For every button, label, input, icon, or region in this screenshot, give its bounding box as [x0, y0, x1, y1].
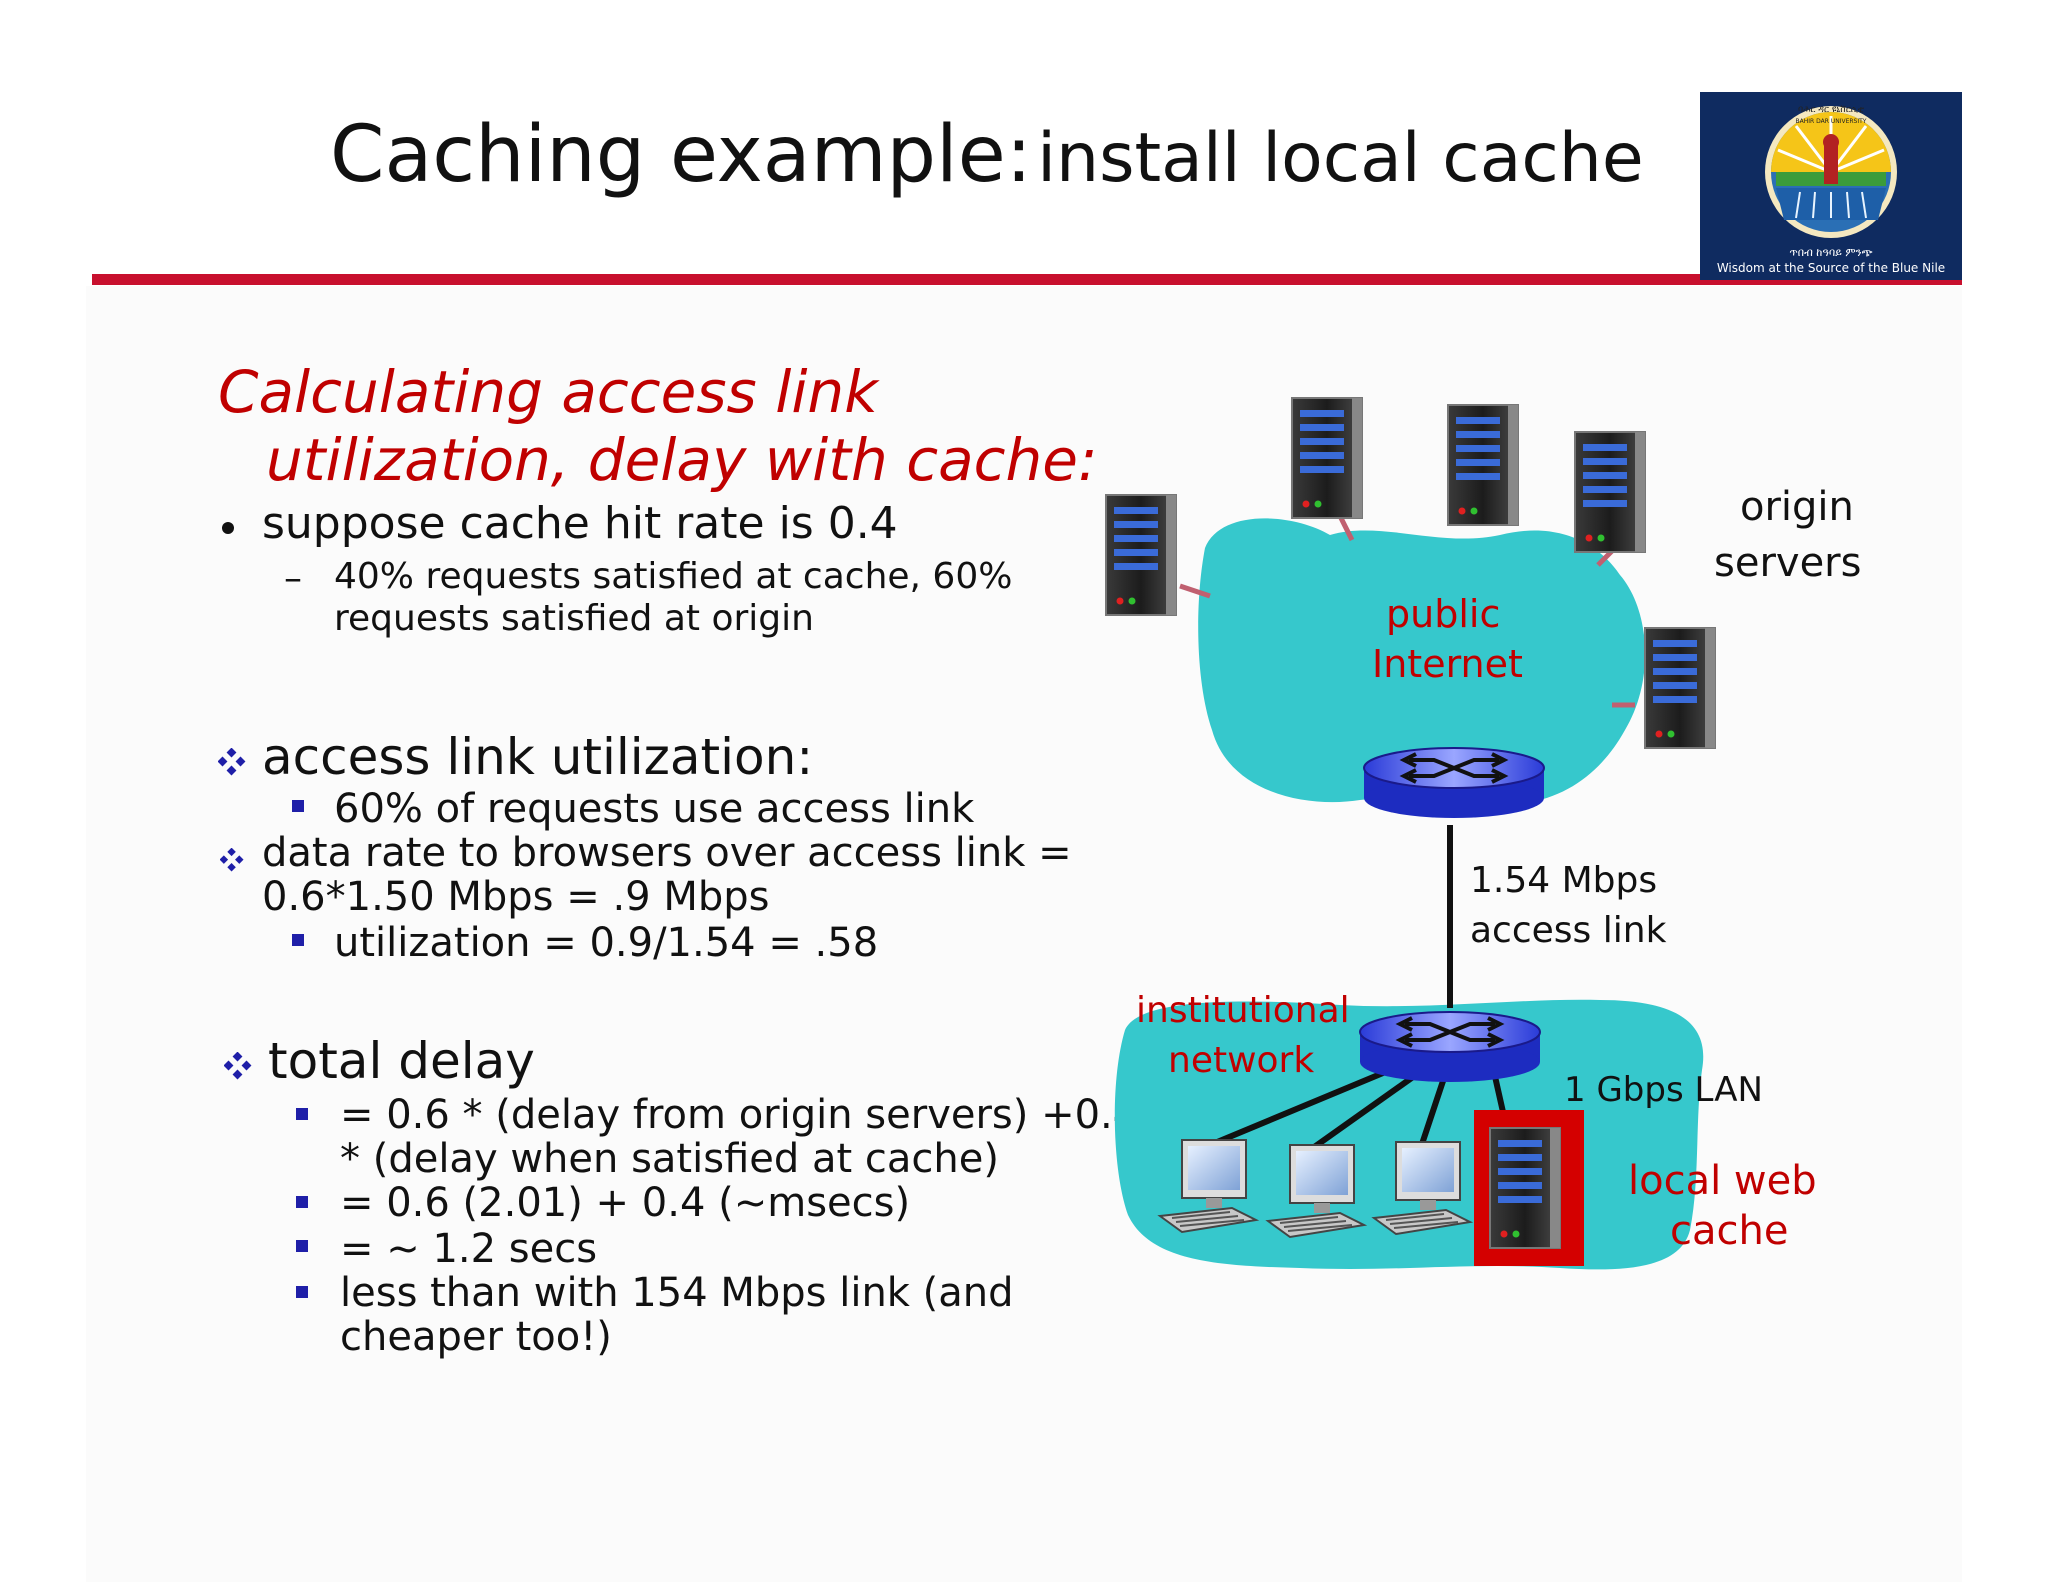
sub-bullet-comparison-line1: less than with 154 Mbps link (and — [340, 1270, 1014, 1316]
label-internet: Internet — [1372, 642, 1523, 686]
label-origin: origin — [1740, 484, 1854, 530]
university-logo: ባሕር ዳር ዩኒቨርሲቲ BAHIR DAR UNIVERSITY ጥበብ ከ… — [1700, 92, 1962, 280]
diamond-bullet-icon — [220, 848, 244, 872]
square-bullet — [292, 800, 304, 812]
slide-background — [86, 286, 1962, 1582]
label-servers: servers — [1714, 540, 1862, 586]
sub-bullet-delay-formula-line2: * (delay when satisfied at cache) — [340, 1136, 999, 1182]
square-bullet — [292, 934, 304, 946]
square-bullet — [296, 1196, 308, 1208]
diamond-bullet-icon — [224, 1052, 252, 1080]
logo-motto-en: Wisdom at the Source of the Blue Nile — [1717, 261, 1945, 275]
logo-motto-am: ጥበብ ከዓባይ ምንጭ — [1789, 246, 1872, 259]
label-institutional: institutional — [1136, 990, 1350, 1031]
label-lan: 1 Gbps LAN — [1564, 1070, 1763, 1110]
logo-text-line1: ባሕር ዳር ዩኒቨርሲቲ — [1798, 104, 1864, 115]
bullet-access-utilization: access link utilization: — [262, 728, 814, 786]
origin-server — [1644, 627, 1716, 749]
slide-title: Caching example: install local cache — [330, 110, 1644, 200]
bullet-total-delay: total delay — [268, 1032, 535, 1090]
local-web-cache-server — [1489, 1127, 1561, 1249]
origin-server — [1574, 431, 1646, 553]
square-bullet — [296, 1108, 308, 1120]
origin-server — [1291, 397, 1363, 519]
heading-line2: utilization, delay with cache: — [266, 426, 1098, 494]
sub-bullet-cache-line1: 40% requests satisfied at cache, 60% — [334, 556, 1013, 597]
square-bullet — [296, 1240, 308, 1252]
origin-server — [1447, 404, 1519, 526]
sub-bullet-delay-values: = 0.6 (2.01) + 0.4 (~msecs) — [340, 1180, 911, 1226]
sub-bullet-delay-result: = ~ 1.2 secs — [340, 1226, 598, 1272]
sub-bullet-utilization: utilization = 0.9/1.54 = .58 — [334, 920, 879, 966]
sub-bullet-cache-line2: requests satisfied at origin — [334, 598, 814, 639]
internet-router — [1362, 746, 1546, 820]
label-network: network — [1168, 1040, 1315, 1081]
bullet-data-rate-line1: data rate to browsers over access link = — [262, 830, 1072, 876]
title-rule — [92, 274, 1962, 285]
title-sub: install local cache — [1037, 119, 1644, 198]
square-bullet — [296, 1286, 308, 1298]
label-local-web: local web — [1628, 1158, 1817, 1204]
logo-emblem: ባሕር ዳር ዩኒቨርሲቲ BAHIR DAR UNIVERSITY ጥበብ ከ… — [1717, 104, 1945, 275]
diamond-bullet-icon — [218, 748, 246, 776]
heading-line1: Calculating access link — [218, 358, 878, 426]
bullet-data-rate-line2: 0.6*1.50 Mbps = .9 Mbps — [262, 874, 770, 920]
label-cache: cache — [1670, 1208, 1789, 1254]
bullet-dot — [222, 522, 234, 534]
dash-marker: – — [284, 558, 302, 599]
sub-bullet-requests: 60% of requests use access link — [334, 786, 975, 832]
bullet-hit-rate: suppose cache hit rate is 0.4 — [262, 498, 898, 549]
institutional-router — [1358, 1010, 1542, 1084]
label-access-speed: 1.54 Mbps — [1470, 860, 1658, 901]
title-main: Caching example: — [330, 110, 1032, 200]
origin-server — [1105, 494, 1177, 616]
public-internet-cloud — [1198, 518, 1646, 805]
sub-bullet-delay-formula-line1: = 0.6 * (delay from origin servers) +0.4 — [340, 1092, 1139, 1138]
logo-text-line2: BAHIR DAR UNIVERSITY — [1796, 118, 1867, 125]
sub-bullet-comparison-line2: cheaper too!) — [340, 1314, 612, 1360]
section-heading: Calculating access link utilization, del… — [218, 358, 1098, 494]
label-public: public — [1386, 592, 1501, 636]
label-access-link: access link — [1470, 910, 1667, 951]
